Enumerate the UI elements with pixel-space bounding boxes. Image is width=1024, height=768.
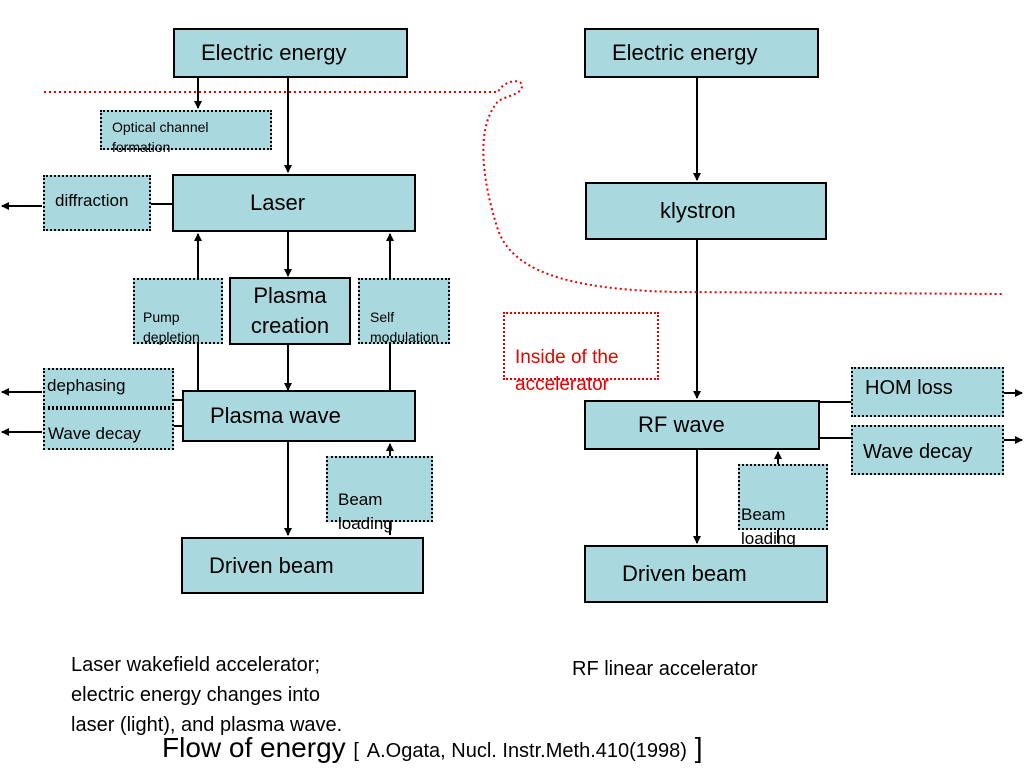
rf-driven-beam-label: Driven beam xyxy=(622,561,747,586)
rf-caption: RF linear accelerator xyxy=(572,658,758,681)
footer-title-line: Flow of energy [ A.Ogata, Nucl. Instr.Me… xyxy=(162,732,703,764)
footer-reference: A.Ogata, Nucl. Instr.Meth.410(1998) xyxy=(366,740,687,762)
inside-accelerator-label-box: Inside of the accelerator xyxy=(503,312,659,395)
electric-energy-box-laser: Electric energy xyxy=(173,28,408,78)
self-modulation-box: Self modulation xyxy=(358,278,450,345)
plasma-wave-label: Plasma wave xyxy=(210,403,341,428)
laser-caption: Laser wakefield accelerator; electric en… xyxy=(71,620,342,740)
rf-wave-decay-label: Wave decay xyxy=(863,441,973,463)
optical-channel-label: Optical channel formation xyxy=(112,119,209,155)
rf-beam-loading-label: Beam loading xyxy=(741,505,796,548)
diffraction-box: diffraction xyxy=(43,175,151,231)
driven-beam-box-laser: Driven beam xyxy=(181,537,424,594)
klystron-label: klystron xyxy=(660,198,736,223)
inside-accelerator-label: Inside of the accelerator xyxy=(515,347,619,395)
laser-caption-text: Laser wakefield accelerator; electric en… xyxy=(71,654,343,736)
beam-loading-label: Beam loading xyxy=(338,490,393,533)
hom-loss-label: HOM loss xyxy=(865,377,953,399)
optical-channel-box: Optical channel formation xyxy=(100,110,272,155)
plasma-wave-box: Plasma wave xyxy=(182,390,416,442)
plasma-creation-box: Plasma creation xyxy=(229,277,351,345)
footer-title: Flow of energy xyxy=(162,732,346,763)
wave-decay-box-laser: Wave decay xyxy=(43,408,174,450)
electric-energy-label: Electric energy xyxy=(201,40,347,65)
diffraction-label: diffraction xyxy=(55,191,129,210)
pump-depletion-box: Pump depletion xyxy=(133,278,223,345)
laser-label: Laser xyxy=(250,190,306,215)
rf-electric-energy-label: Electric energy xyxy=(612,40,758,65)
wave-decay-box-rf: Wave decay xyxy=(851,425,1004,475)
wave-decay-label: Wave decay xyxy=(48,424,141,443)
dephasing-label: dephasing xyxy=(47,376,126,395)
laser-box: Laser xyxy=(172,174,416,232)
electric-energy-box-rf: Electric energy xyxy=(584,28,819,78)
driven-beam-box-rf: Driven beam xyxy=(584,545,828,603)
pump-depletion-label: Pump depletion xyxy=(143,309,200,345)
hom-loss-box: HOM loss xyxy=(851,367,1004,417)
dephasing-box: dephasing xyxy=(43,368,174,408)
rf-caption-text: RF linear accelerator xyxy=(572,658,758,680)
accelerator-boundary-line xyxy=(44,80,1005,295)
self-modulation-label: Self modulation xyxy=(370,309,439,345)
driven-beam-label: Driven beam xyxy=(209,552,334,578)
beam-loading-box-laser: Beam loading xyxy=(326,456,433,533)
rf-wave-box: RF wave xyxy=(584,400,820,450)
plasma-creation-label: Plasma creation xyxy=(250,283,330,338)
footer-bracket-open: [ xyxy=(353,740,359,762)
beam-loading-box-rf: Beam loading xyxy=(738,464,828,548)
klystron-box: klystron xyxy=(585,182,827,240)
rf-wave-label: RF wave xyxy=(638,412,725,437)
footer-bracket-close: ] xyxy=(694,732,703,763)
